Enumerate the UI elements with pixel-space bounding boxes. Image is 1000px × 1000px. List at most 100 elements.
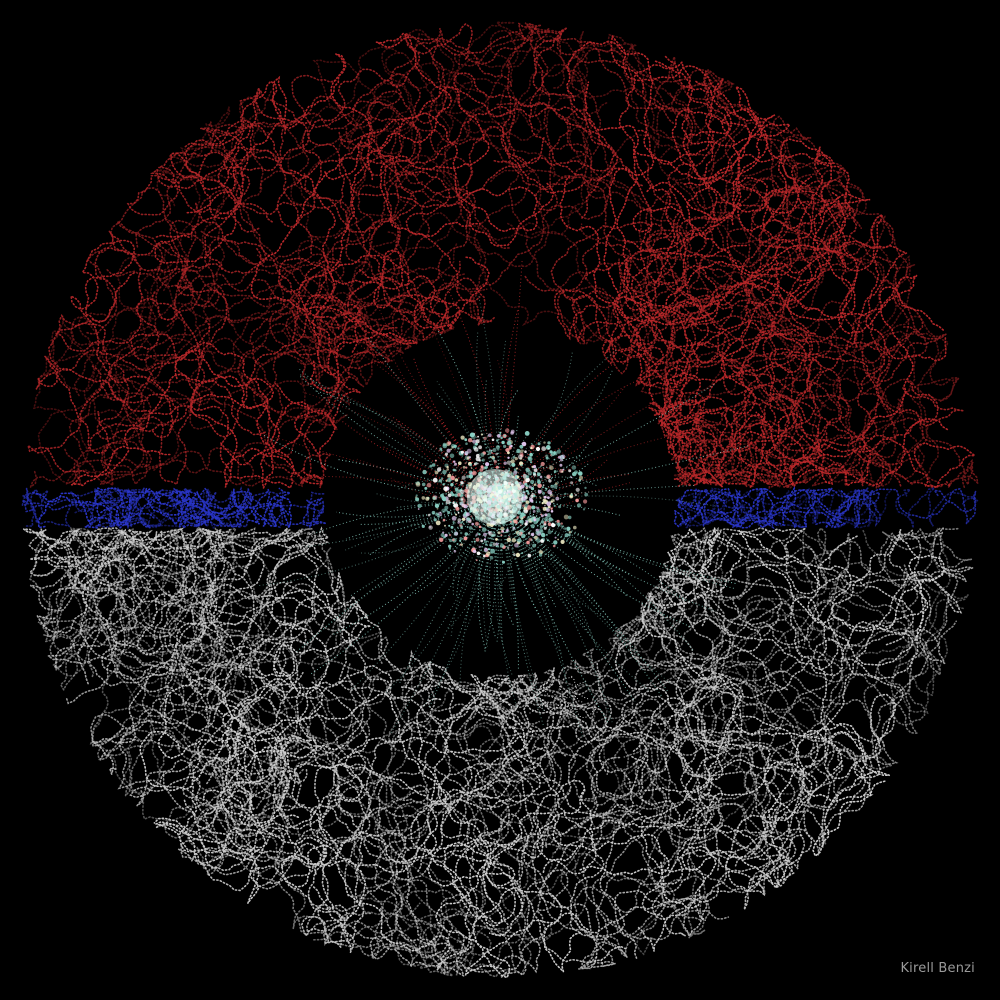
core-node [450,448,452,451]
core-node [546,539,549,542]
core-node [571,465,577,470]
core-node [471,522,475,526]
ray-path [301,391,488,494]
core-node [557,455,562,459]
gray-worm-path [614,626,711,952]
red-worm-path [116,220,366,341]
core-node [486,551,491,556]
gray-worm-path [671,526,834,737]
core-node [434,459,437,462]
red-worm-path [468,22,611,293]
gray-worm-path [491,798,710,937]
blue-worm-path [21,487,132,528]
ray-path [376,493,486,504]
gray-worm-path [28,528,185,634]
red-worm-path [559,175,787,424]
gray-worm-path [573,787,750,958]
red-worm-path [454,27,689,295]
core-node [447,473,452,478]
red-worm-path [260,291,456,427]
ray-path [506,350,574,487]
gray-worm-path [578,767,671,970]
red-worm-path [693,406,902,489]
gray-worm-path [322,826,562,958]
gray-worm-path [731,530,968,646]
ray-path [506,513,609,723]
red-worm-path [489,29,697,141]
ray-path [333,509,489,635]
blue-band-region [21,485,979,532]
blue-worm-path [74,488,210,529]
core-node [489,556,494,560]
core-node [530,532,535,537]
ray-path [351,511,492,691]
core-node [472,549,477,554]
core-node [448,547,451,550]
core-node [488,531,493,536]
gray-worm-path [136,529,322,656]
gray-worm-path [619,608,831,798]
core-node [431,510,436,515]
gray-worm-path [318,672,526,861]
red-worm-path [444,46,566,268]
core-node [527,470,533,476]
red-worm-path [623,97,789,350]
core-node [506,440,512,446]
core-node [530,446,533,450]
core-node [427,513,431,517]
core-node [525,500,530,505]
blue-worm-path [834,486,881,527]
core-node [442,518,446,522]
gray-worm-path [84,560,246,817]
ray-path [404,272,495,487]
gray-worm-path [557,665,725,846]
gray-worm-path [155,763,372,872]
ray-path [505,433,530,487]
red-worm-path [375,28,622,241]
core-node [477,435,479,438]
core-node [492,457,495,460]
core-node [499,431,502,434]
gray-worm-path [40,528,221,623]
core-node [513,553,516,556]
gray-worm-path [204,572,370,783]
core-node [422,469,427,475]
core-node [540,520,545,524]
stray-cluster-path [528,692,563,706]
core-node [473,447,479,452]
red-worm-path [553,261,725,365]
red-worm-path [819,177,945,488]
ray-path [297,367,488,493]
core-node [454,531,459,536]
red-worm-path [279,95,534,209]
gray-worm-path [620,577,783,768]
core-node [535,517,540,522]
red-worm-path [765,238,911,411]
core-node [525,489,529,493]
gray-worm-path [196,525,331,626]
core-node [514,542,519,548]
gray-worm-path [659,527,915,646]
gray-worm-path [390,684,540,841]
red-worm-path [100,268,405,469]
core-node [544,513,548,517]
ray-path [389,513,495,735]
gray-worm-path [120,527,265,644]
core-node [467,438,473,443]
gray-worm-path [437,756,621,932]
core-node [488,449,491,451]
core-node [457,521,461,524]
core-node [483,538,486,541]
core-node [442,469,447,475]
gray-worm-path [747,528,919,666]
ray-path [315,390,488,493]
ray-path [296,508,489,653]
core-node [447,511,451,514]
core-node [487,548,490,551]
gray-worm-path [807,535,897,780]
core-node [542,506,547,511]
red-worm-path [317,217,423,389]
gray-worm-path [147,686,304,877]
ray-path [509,511,663,697]
core-node [533,518,537,522]
